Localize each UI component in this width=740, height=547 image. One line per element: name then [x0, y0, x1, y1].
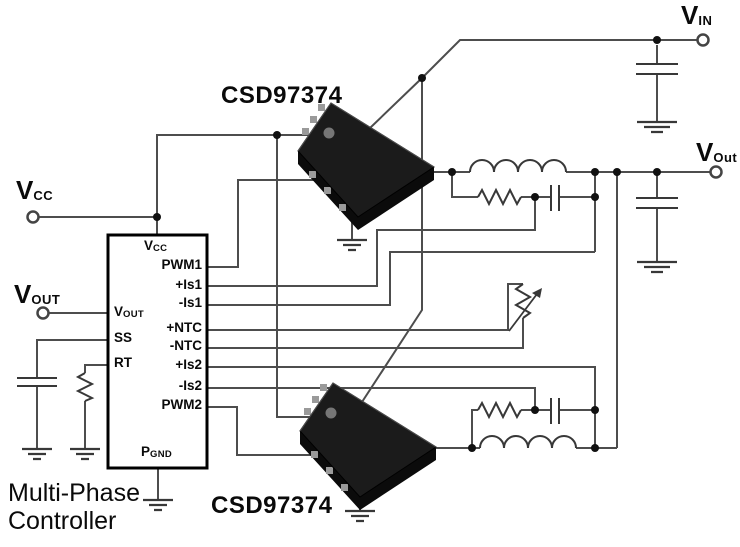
ground-symbol-rt — [70, 447, 100, 461]
vout-right-terminal-label: VOut — [696, 137, 738, 167]
phase1-sense-net — [451, 172, 595, 198]
rt-net — [84, 364, 108, 449]
ground-symbol-ss — [22, 447, 52, 461]
pin-label-vout: VOUT — [114, 304, 144, 321]
vin-terminal — [696, 33, 710, 47]
ntc-net — [207, 283, 524, 349]
junction-dots — [153, 36, 661, 452]
controller-box — [106, 233, 209, 470]
pin-label-is1-minus: -Is1 — [178, 295, 202, 310]
pin-label-pwm1: PWM1 — [161, 257, 203, 272]
controller-caption-line1: Multi-Phase — [8, 479, 140, 507]
ss-capacitor — [17, 377, 57, 387]
pin-label-ntc-minus: -NTC — [169, 338, 202, 353]
controller-caption-line2: Controller — [8, 507, 117, 535]
power-stage-chip-1 — [297, 102, 435, 231]
vout-right-terminal — [709, 165, 723, 179]
pin-label-vcc: VCC — [144, 238, 168, 255]
inductor-phase2 — [479, 435, 577, 449]
ntc-thermistor — [508, 283, 542, 332]
pin-label-ntc-plus: +NTC — [166, 320, 202, 335]
ground-symbol-vin-cap — [637, 120, 677, 134]
vcc-terminal-label: VCC — [16, 175, 54, 205]
ground-symbol-vout-cap — [637, 260, 677, 274]
vin-net — [361, 39, 697, 403]
vout-left-terminal-label: VOUT — [14, 279, 61, 309]
resistor-phase2 — [477, 400, 522, 420]
controller-caption: Multi-Phase Controller — [8, 479, 140, 535]
capacitor-phase2 — [550, 398, 560, 424]
chip1-label: CSD97374 — [221, 82, 343, 109]
is2-plus-net — [207, 366, 596, 448]
pin-label-is2-plus: +Is2 — [175, 357, 202, 372]
chip2-label: CSD97374 — [211, 492, 333, 519]
is1-plus-net — [207, 197, 536, 287]
pin-label-is2-minus: -Is2 — [178, 378, 202, 393]
vin-capacitor — [636, 63, 678, 75]
vin-terminal-label: VIN — [681, 0, 713, 30]
pin-label-is1-plus: +Is1 — [175, 277, 202, 292]
capacitor-phase1 — [550, 185, 560, 211]
ss-net — [36, 339, 108, 449]
pin-label-pgnd: PGND — [141, 444, 173, 461]
ground-symbol-pgnd — [143, 498, 173, 512]
vcc-terminal — [26, 210, 40, 224]
power-stage-chip-2 — [299, 382, 437, 511]
vcc-net — [39, 134, 316, 418]
pin-label-rt: RT — [114, 355, 132, 370]
ground-symbol-chip1 — [337, 238, 367, 252]
rt-resistor — [75, 372, 95, 402]
vout-left-terminal — [36, 306, 50, 320]
pin-label-ss: SS — [114, 330, 133, 345]
pin-label-pwm2: PWM2 — [161, 397, 203, 412]
pwm2-net — [207, 406, 326, 456]
ground-symbol-chip2 — [345, 509, 375, 523]
is1-minus-net — [207, 172, 596, 306]
pwm1-net — [207, 179, 326, 268]
is2-minus-net — [207, 387, 536, 410]
resistor-phase1 — [477, 187, 522, 207]
inductor-phase1 — [469, 159, 567, 173]
vout-capacitor — [636, 197, 678, 209]
